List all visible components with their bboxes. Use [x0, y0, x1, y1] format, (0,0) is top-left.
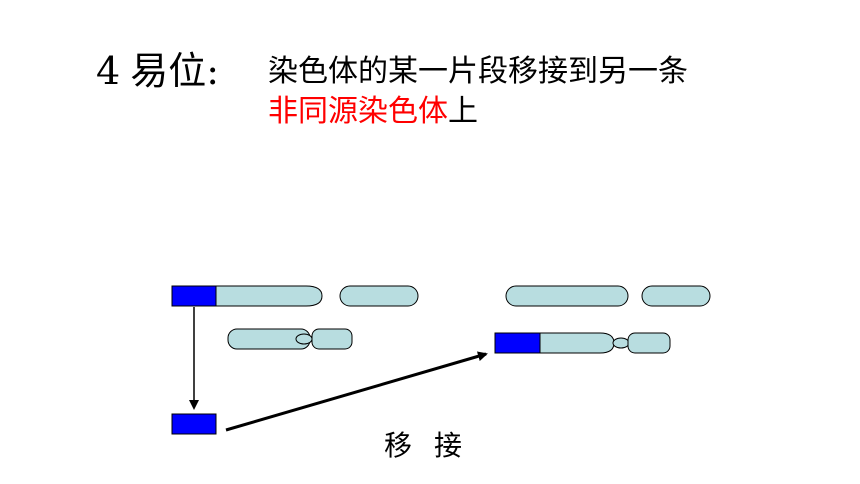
definition-highlight: 非同源染色体 [268, 94, 448, 129]
right-short-chromosome [641, 285, 711, 307]
definition-line-2: 非同源染色体上 [268, 92, 688, 132]
left-blue-segment [171, 285, 217, 307]
definition-text: 染色体的某一片段移接到另一条 非同源染色体上 [268, 52, 688, 132]
transfer-arrow [225, 351, 488, 432]
action-label: 移接 [384, 429, 485, 462]
right-long-chromosome [505, 285, 629, 307]
definition-line-1: 染色体的某一片段移接到另一条 [268, 54, 688, 89]
right-recipient-chromosome [494, 332, 671, 354]
section-heading: 易位: [130, 49, 219, 93]
attached-blue-segment [494, 332, 541, 354]
left-nonhomologous-chromosome [227, 328, 353, 350]
left-long-chromosome [171, 285, 323, 307]
detached-blue-segment [171, 413, 217, 435]
section-number: 4 [96, 49, 121, 93]
left-short-chromosome [339, 285, 419, 307]
definition-tail: 上 [448, 94, 478, 129]
